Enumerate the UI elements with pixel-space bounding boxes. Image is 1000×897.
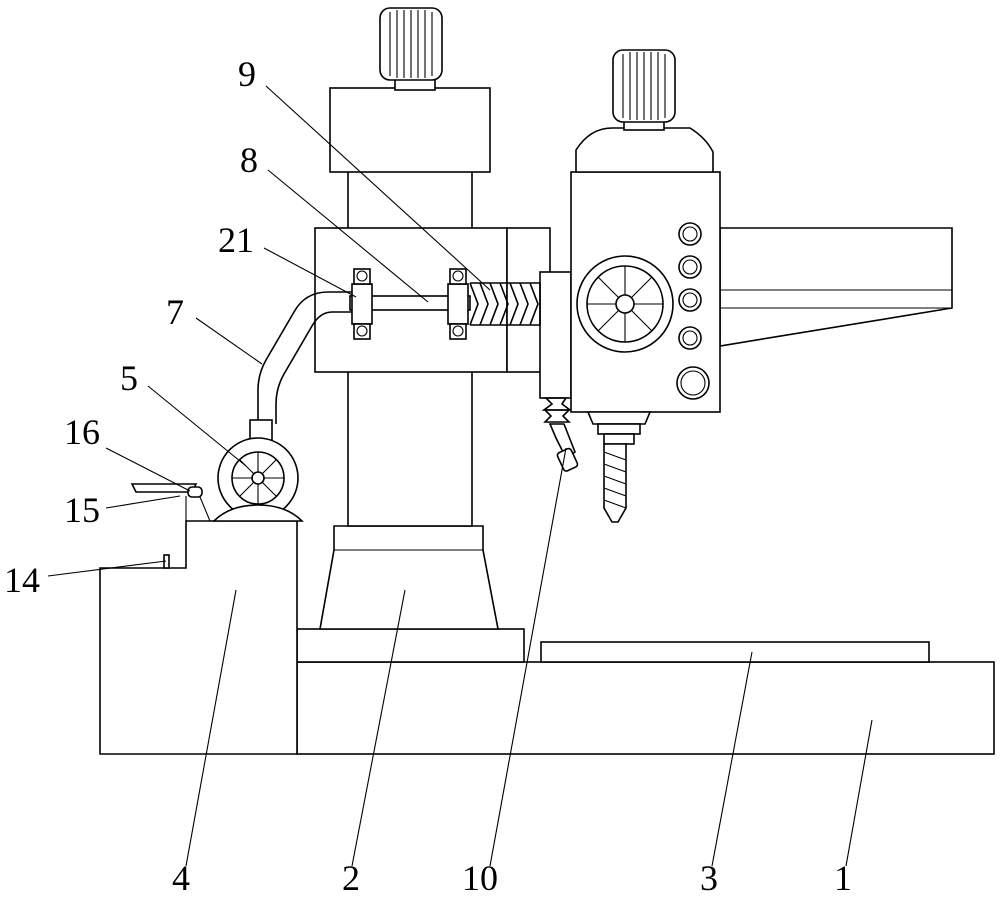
hose-inner	[275, 311, 352, 424]
handwheel-icon	[576, 255, 674, 353]
column-head	[329, 87, 491, 173]
pump-outlet	[249, 419, 273, 441]
column-plate	[296, 628, 525, 663]
label-10: 10	[462, 858, 498, 897]
label-5: 5	[120, 358, 138, 398]
spindle-motor-ribs	[622, 52, 666, 120]
pipe-clamp-left	[351, 268, 373, 340]
headstock-cap	[575, 127, 714, 173]
filter-lid	[130, 483, 211, 522]
spindle	[586, 411, 652, 445]
label-21: 21	[218, 220, 254, 260]
work-table	[540, 641, 930, 663]
label-2: 2	[342, 858, 360, 897]
label-4: 4	[172, 858, 190, 897]
pump-mount	[212, 504, 304, 522]
spray-nozzle	[548, 423, 579, 472]
column-motor-ribs	[389, 10, 433, 78]
column-base	[319, 525, 499, 630]
nozzle-bellows	[541, 397, 573, 423]
nozzle-housing	[539, 271, 572, 399]
label-7: 7	[166, 292, 184, 332]
pump-fan-icon	[217, 437, 299, 519]
label-16: 16	[64, 412, 100, 452]
label-3: 3	[700, 858, 718, 897]
control-buttons	[676, 222, 710, 400]
tank	[99, 520, 298, 755]
label-8: 8	[240, 140, 258, 180]
pipe-clamp-right	[447, 268, 469, 340]
arm-beam-right	[719, 227, 953, 347]
pipe	[349, 295, 471, 311]
base	[296, 661, 995, 755]
label-15: 15	[64, 490, 100, 530]
drill-bit	[603, 443, 627, 523]
label-1: 1	[834, 858, 852, 897]
label-14: 14	[4, 560, 40, 600]
leader-lines	[47, 85, 873, 867]
label-9: 9	[238, 54, 256, 94]
hose-outer	[257, 291, 352, 424]
